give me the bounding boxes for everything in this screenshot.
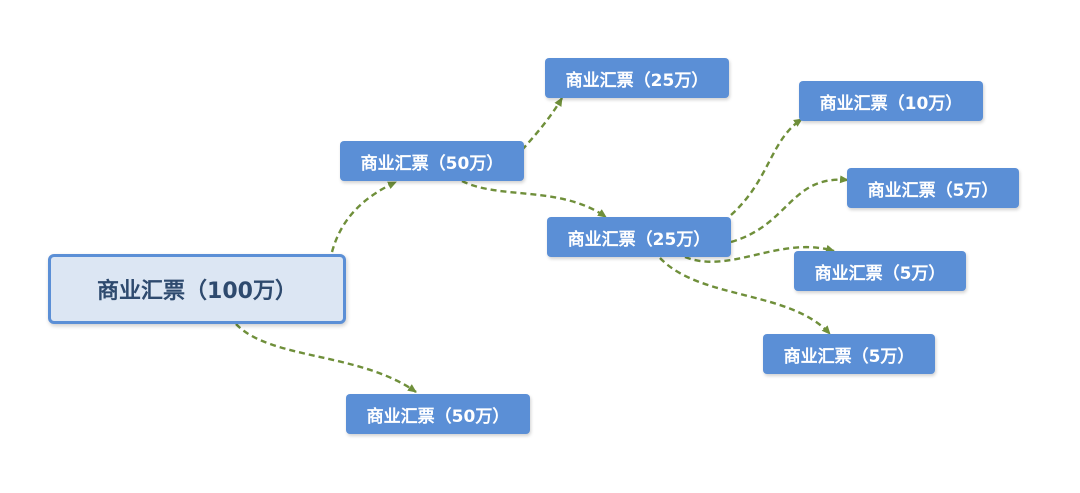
node-root-label: 商业汇票（100万） (97, 279, 297, 304)
node-a2-label: 商业汇票（25万） (567, 229, 711, 250)
node-bill-c4: 商业汇票（5万） (763, 334, 935, 374)
edge-a-to-a2 (461, 179, 607, 218)
node-c2-label: 商业汇票（5万） (867, 180, 999, 201)
node-bill-a2: 商业汇票（25万） (547, 217, 731, 257)
node-bill-c2: 商业汇票（5万） (847, 168, 1019, 208)
node-a-label: 商业汇票（50万） (360, 153, 504, 174)
node-c1-label: 商业汇票（10万） (819, 93, 963, 114)
node-c3-label: 商业汇票（5万） (814, 263, 946, 284)
edge-a2-to-c1 (730, 117, 803, 216)
node-bill-a: 商业汇票（50万） (340, 141, 524, 181)
node-bill-a1: 商业汇票（25万） (545, 58, 729, 98)
edge-a2-to-c2 (730, 175, 849, 244)
node-c4-label: 商业汇票（5万） (783, 346, 915, 367)
node-a1-label: 商业汇票（25万） (565, 70, 709, 91)
edge-a-to-a1 (521, 97, 564, 151)
edge-a2-to-c4 (659, 257, 831, 335)
edge-root-to-b (235, 323, 417, 393)
node-root-bill: 商业汇票（100万） (48, 254, 346, 324)
node-b-label: 商业汇票（50万） (366, 406, 510, 427)
node-bill-c3: 商业汇票（5万） (794, 251, 966, 291)
edge-a2-to-c3 (684, 244, 835, 263)
edge-root-to-a (330, 180, 397, 253)
node-bill-c1: 商业汇票（10万） (799, 81, 983, 121)
node-bill-b: 商业汇票（50万） (346, 394, 530, 434)
